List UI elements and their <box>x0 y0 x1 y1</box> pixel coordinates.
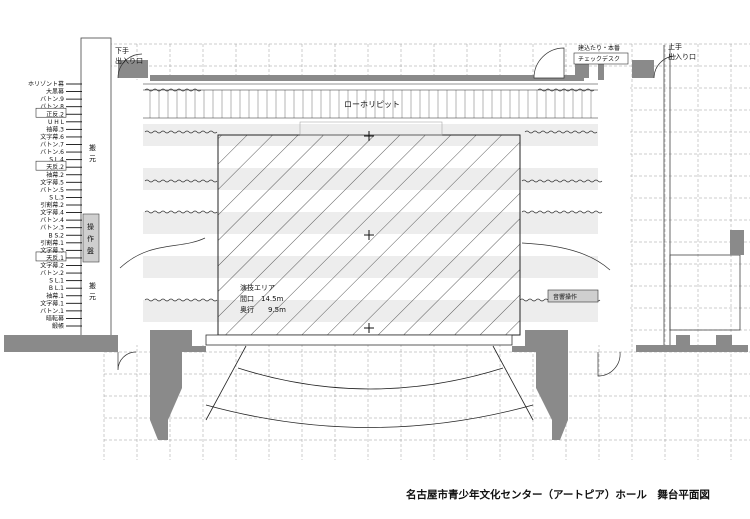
operation-panel-label-3: 盤 <box>87 246 94 255</box>
sound-booth-label: 音響操作 <box>553 293 577 301</box>
fly-label: S L.4 <box>49 157 64 164</box>
acting-area-depth: 奥行 9.5m <box>240 305 286 314</box>
operation-panel-label-1: 操 <box>87 222 94 231</box>
fly-label: 引割幕.2 <box>40 201 64 209</box>
fly-label: B S.2 <box>48 232 64 239</box>
fly-label: バトン.7 <box>40 142 64 149</box>
fly-label: S L.3 <box>49 194 64 201</box>
fly-label-box <box>35 160 67 171</box>
fly-label: バトン.1 <box>40 308 64 315</box>
fly-label: 文字幕.3 <box>40 246 64 254</box>
fly-label: バトン.5 <box>40 187 64 194</box>
right-entrance-label-2: 出入り口 <box>668 52 696 61</box>
fly-label-box <box>35 251 67 262</box>
center-marks <box>364 131 374 333</box>
fly-label: 文字幕.4 <box>40 209 64 217</box>
fly-label: 文字幕.1 <box>40 299 64 307</box>
fly-label: U H L <box>48 119 65 126</box>
fly-label: 正反.2 <box>46 110 64 118</box>
fly-label: 天反.1 <box>46 254 64 262</box>
fly-label: 文字幕.2 <box>40 262 64 270</box>
desk-label: チェックデスク <box>578 55 620 63</box>
acting-area-title: 演技エリア <box>240 283 275 292</box>
left-entrance-label-2: 出入り口 <box>115 56 143 65</box>
fly-label-box <box>35 107 67 118</box>
fly-label: 天反.2 <box>46 163 64 171</box>
lower-panel-label-2: 元 <box>89 293 96 301</box>
check-desk <box>573 52 629 65</box>
fly-label: 袖幕.1 <box>46 292 64 300</box>
fly-label: 暗転幕 <box>46 314 64 322</box>
operation-panel-label-2: 作 <box>87 234 94 243</box>
desk-note: 建込たり・本番 <box>578 44 620 52</box>
wall-segment <box>730 230 744 255</box>
side-doors <box>117 351 621 377</box>
auditorium-seating <box>205 345 534 428</box>
right-entrance-label-1: 上手 <box>668 42 682 51</box>
acting-area-width: 間口 14.5m <box>240 295 284 303</box>
back-wall <box>150 75 584 81</box>
door-desk <box>533 47 589 79</box>
fly-label: ホリゾント幕 <box>28 80 64 88</box>
batten-lines <box>143 83 598 119</box>
curtain-lines <box>119 88 611 302</box>
fly-label: 大黒幕 <box>46 88 64 96</box>
proscenium-right <box>512 330 568 440</box>
fly-label: S L.1 <box>49 278 64 285</box>
fly-label: バトン.2 <box>40 270 64 277</box>
stage-right-wall <box>663 45 741 345</box>
door-right <box>632 55 677 79</box>
fly-label: バトン.9 <box>40 96 64 103</box>
left-entrance-label-1: 下手 <box>115 46 129 55</box>
fly-label: 袖幕.2 <box>46 171 64 179</box>
fly-label: 袖幕.3 <box>46 125 64 133</box>
lower-walls <box>4 335 748 352</box>
fly-label: 引割幕.1 <box>40 239 64 247</box>
operation-panel <box>82 213 100 263</box>
stage-left-wall <box>80 37 112 342</box>
pit-ticks <box>149 90 592 118</box>
fly-leader-lines <box>66 83 82 327</box>
fly-label: バトン.3 <box>40 225 64 232</box>
wall-segment <box>598 60 604 80</box>
stage-edge <box>205 334 513 346</box>
acting-area-upstage-lip <box>299 121 443 136</box>
fly-label: 文字幕.5 <box>40 178 64 186</box>
fly-label: 文字幕.6 <box>40 133 64 141</box>
proscenium-left <box>150 330 206 440</box>
fly-label: バトン.6 <box>40 149 64 156</box>
pit-label: ローホリピット <box>344 100 400 109</box>
upper-panel-label-2: 元 <box>89 155 96 163</box>
sound-booth <box>547 289 599 303</box>
lower-panel-label-1: 搬 <box>89 281 96 290</box>
fly-label: B L.1 <box>49 285 64 292</box>
door-left <box>117 53 148 79</box>
upper-panel-label-1: 搬 <box>89 143 96 152</box>
fly-label: 緞帳 <box>52 322 64 330</box>
drawing-title: 名古屋市青少年文化センター（アートピア）ホール 舞台平面図 <box>406 488 710 501</box>
fly-label: バトン.8 <box>40 104 64 111</box>
fly-label: バトン.4 <box>40 217 64 224</box>
